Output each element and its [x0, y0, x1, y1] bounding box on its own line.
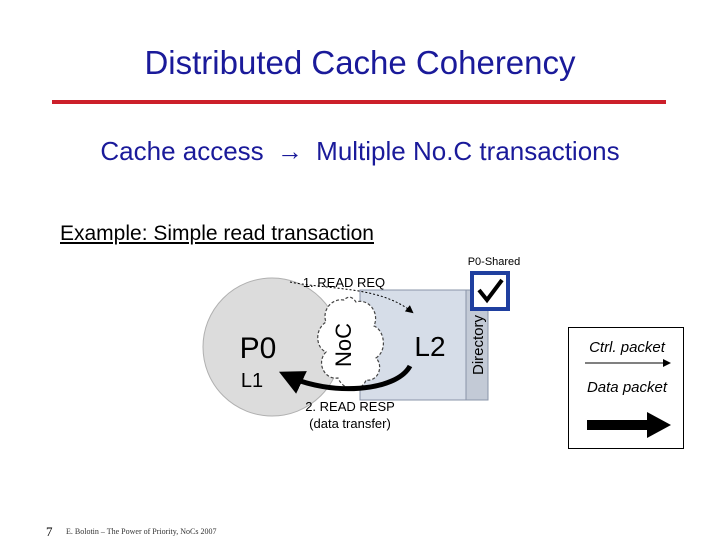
p0-label: P0: [240, 332, 277, 365]
read-req-label: 1. READ REQ: [303, 275, 385, 290]
read-req-arrow: [289, 281, 414, 314]
slide-subtitle: Cache access → Multiple No.C transaction…: [0, 136, 720, 167]
subtitle-right: Multiple No.C transactions: [316, 136, 620, 166]
p0-shared-checkbox: [470, 271, 510, 311]
legend-box: Ctrl. packet Data packet: [568, 327, 684, 449]
data-packet-arrow-icon: [587, 420, 649, 430]
data-transfer-label: (data transfer): [309, 416, 391, 431]
example-label: Example: Simple read transaction: [60, 222, 374, 245]
noc-cloud: [317, 296, 384, 390]
l1-label: L1: [241, 370, 263, 392]
p0-shared-label: P0-Shared: [468, 256, 521, 268]
footer-citation: E. Bolotin – The Power of Priority, NoCs…: [66, 527, 217, 536]
slide-title: Distributed Cache Coherency: [144, 44, 576, 81]
legend-ctrl-label: Ctrl. packet: [589, 339, 666, 356]
noc-label: NoC: [331, 323, 356, 367]
read-resp-label: 2. READ RESP: [305, 399, 395, 414]
data-packet-arrowhead-icon: [647, 412, 671, 438]
directory-label: Directory: [470, 315, 487, 376]
right-arrow-icon: →: [276, 136, 303, 166]
read-resp-arrow: [278, 364, 413, 394]
subtitle-left: Cache access: [100, 136, 264, 166]
page-number: 7: [46, 524, 53, 539]
l2-label: L2: [414, 331, 445, 362]
title-divider: [52, 100, 666, 104]
checkmark-icon: [477, 278, 504, 304]
legend-data-label: Data packet: [587, 379, 668, 396]
